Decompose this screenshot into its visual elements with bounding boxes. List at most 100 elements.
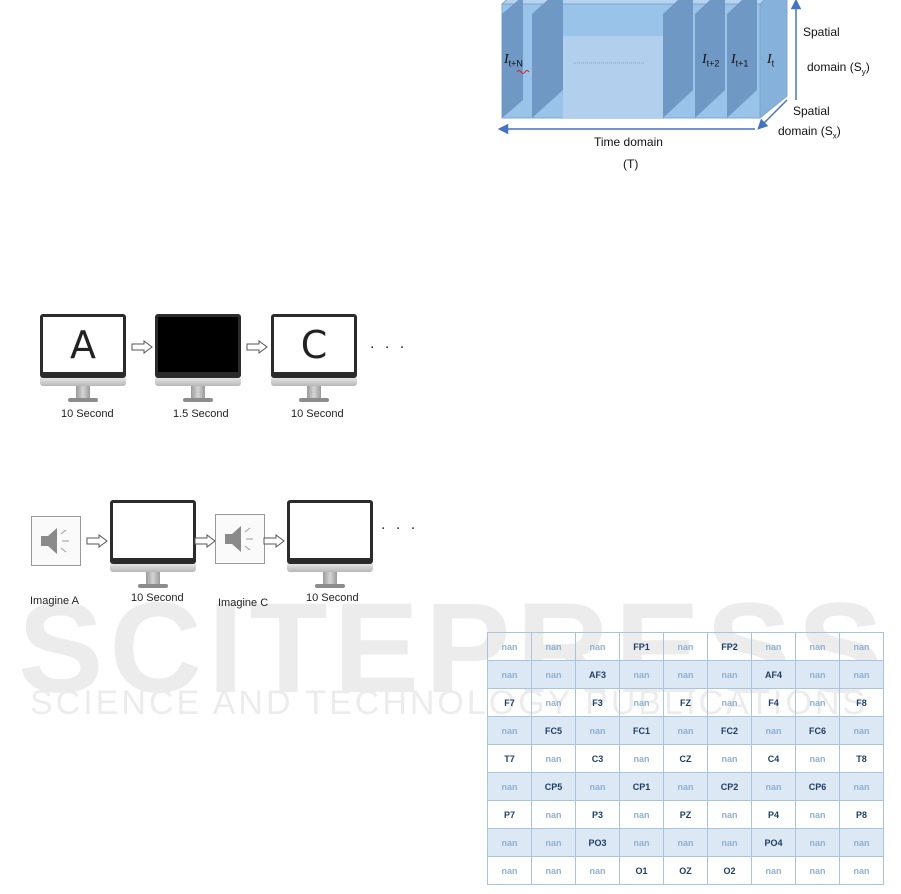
spatial-y-label-line1: Spatial	[803, 25, 840, 39]
audio-caption-2: 10 Second	[131, 592, 184, 604]
grid-cell: F7	[487, 688, 532, 717]
grid-cell: P8	[839, 800, 884, 829]
screen-letter-c: C	[274, 317, 354, 372]
grid-cell: nan	[663, 772, 708, 801]
grid-cell: PZ	[663, 800, 708, 829]
visual-ellipsis: . . .	[370, 335, 408, 352]
grid-cell: FZ	[663, 688, 708, 717]
hollow-arrow-icon	[246, 340, 268, 354]
grid-cell: nan	[619, 828, 664, 857]
grid-cell: nan	[531, 744, 576, 773]
spatial-y-label-line2: domain (Sy)	[807, 60, 870, 77]
time-domain-label: Time domain	[594, 135, 663, 149]
grid-cell: nan	[795, 660, 840, 689]
grid-cell: nan	[839, 660, 884, 689]
cube-side-face	[759, 0, 788, 120]
grid-cell: FP2	[707, 632, 752, 661]
cube-inner-panel	[563, 36, 663, 118]
grid-cell: nan	[619, 744, 664, 773]
grid-cell: nan	[795, 828, 840, 857]
visual-caption-3: 10 Second	[291, 408, 344, 420]
grid-cell: nan	[707, 744, 752, 773]
grid-cell: nan	[751, 632, 796, 661]
visual-caption-2: 1.5 Second	[173, 408, 229, 420]
cube-slab-first	[502, 0, 523, 118]
cube-slab-second	[532, 0, 563, 118]
hollow-arrow-icon	[86, 534, 108, 548]
grid-cell: OZ	[663, 856, 708, 885]
spatial-x-label-line2: domain (Sx)	[778, 124, 841, 141]
time-domain-symbol: (T)	[623, 157, 639, 171]
grid-cell: F4	[751, 688, 796, 717]
grid-cell: nan	[531, 856, 576, 885]
grid-cell: nan	[487, 716, 532, 745]
grid-cell: nan	[487, 660, 532, 689]
grid-cell: nan	[531, 632, 576, 661]
grid-cell: O1	[619, 856, 664, 885]
grid-cell: F3	[575, 688, 620, 717]
spatial-x-label-line1: Spatial	[793, 104, 830, 118]
monitor-audio-1	[110, 500, 196, 596]
grid-cell: nan	[795, 632, 840, 661]
grid-cell: P3	[575, 800, 620, 829]
grid-cell: nan	[707, 800, 752, 829]
grid-cell: nan	[751, 856, 796, 885]
grid-cell: nan	[663, 632, 708, 661]
grid-cell: nan	[487, 856, 532, 885]
grid-cell: nan	[619, 800, 664, 829]
grid-cell: FC1	[619, 716, 664, 745]
spellcheck-squiggle	[516, 70, 530, 74]
cube-slab-third	[663, 0, 693, 118]
grid-cell: nan	[795, 800, 840, 829]
visual-caption-1: 10 Second	[61, 408, 114, 420]
grid-cell: P4	[751, 800, 796, 829]
frame-label-t-plus-2: It+2	[702, 52, 720, 69]
grid-cell: nan	[839, 828, 884, 857]
grid-cell: nan	[575, 772, 620, 801]
monitor-audio-2	[287, 500, 373, 596]
grid-cell: P7	[487, 800, 532, 829]
grid-cell: nan	[575, 632, 620, 661]
grid-cell: FC6	[795, 716, 840, 745]
grid-cell: CP2	[707, 772, 752, 801]
monitor-visual-3: C	[271, 314, 357, 410]
audio-caption-4: 10 Second	[306, 592, 359, 604]
grid-cell: nan	[707, 660, 752, 689]
grid-cell: CP1	[619, 772, 664, 801]
audio-ellipsis: . . .	[381, 516, 419, 533]
spatial-x-arrow	[757, 99, 788, 130]
grid-cell: nan	[531, 660, 576, 689]
grid-cell: AF3	[575, 660, 620, 689]
cube-slab-fourth	[695, 0, 725, 118]
grid-cell: O2	[707, 856, 752, 885]
grid-cell: nan	[531, 828, 576, 857]
hollow-arrow-icon	[194, 534, 216, 548]
grid-cell: CP6	[795, 772, 840, 801]
grid-cell: T7	[487, 744, 532, 773]
grid-cell: nan	[751, 716, 796, 745]
grid-cell: AF4	[751, 660, 796, 689]
grid-cell: nan	[575, 716, 620, 745]
grid-cell: nan	[619, 688, 664, 717]
cube-slab-fifth	[727, 0, 757, 118]
grid-cell: FC2	[707, 716, 752, 745]
grid-cell: PO4	[751, 828, 796, 857]
grid-cell: FP1	[619, 632, 664, 661]
grid-cell: CP5	[531, 772, 576, 801]
grid-cell: nan	[839, 772, 884, 801]
audio-caption-1: Imagine A	[30, 595, 79, 607]
monitor-visual-2-blank	[155, 314, 241, 410]
eeg-cube-diagram	[500, 0, 788, 120]
audio-caption-3: Imagine C	[218, 597, 269, 609]
grid-cell: nan	[575, 856, 620, 885]
grid-cell: nan	[839, 716, 884, 745]
